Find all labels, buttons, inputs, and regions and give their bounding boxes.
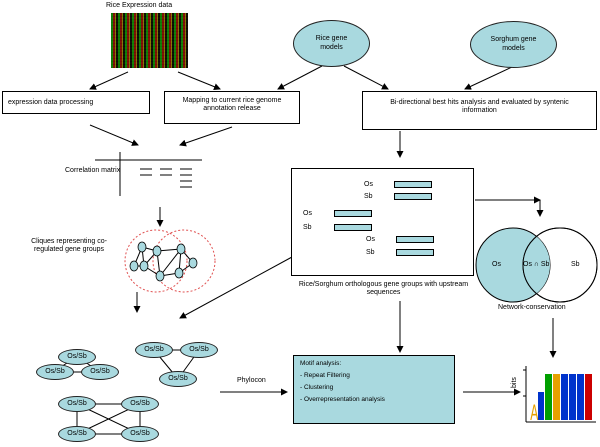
mapping-label: Mapping to current rice genome annotatio… xyxy=(182,97,282,113)
sb-sequence-bar-1 xyxy=(394,193,432,200)
venn-intersection-label: Os ∩ Sb xyxy=(523,261,550,268)
venn-diagram xyxy=(475,227,598,303)
clique-network xyxy=(124,229,216,293)
rice-gene-models-node: Rice gene models xyxy=(293,20,370,67)
os-tag-3: Os xyxy=(366,236,375,243)
bidirectional-box: Bi-directional best hits analysis and ev… xyxy=(362,91,597,130)
expression-processing-box: expression data processing xyxy=(2,91,150,114)
sb-sequence-bar-3 xyxy=(396,249,434,256)
expression-heatmap xyxy=(111,13,188,68)
mapping-box: Mapping to current rice genome annotatio… xyxy=(164,91,300,124)
node: Os/Sb xyxy=(135,342,173,358)
sorghum-gene-models-node: Sorghum gene models xyxy=(470,21,557,68)
node: Os/Sb xyxy=(81,364,119,380)
svg-text:A: A xyxy=(530,400,538,425)
orthologous-groups-caption: Rice/Sorghum orthologous gene groups wit… xyxy=(298,281,469,297)
correlation-matrix-label: Correlation matrix xyxy=(65,167,121,174)
venn-sb-label: Sb xyxy=(571,261,580,268)
sequence-logo: A xyxy=(523,366,596,425)
node: Os/Sb xyxy=(180,342,218,358)
logo-axis-label: bits xyxy=(511,377,518,388)
expression-data-title: Rice Expression data xyxy=(106,2,173,9)
node: Os/Sb xyxy=(121,426,159,442)
os-tag-2: Os xyxy=(303,210,312,217)
node: Os/Sb xyxy=(159,371,197,387)
motif-title: Motif analysis: xyxy=(300,360,342,367)
orthologous-groups-panel xyxy=(291,168,474,276)
network-conservation-label: Network-conservation xyxy=(498,304,566,311)
motif-item-repeat-filtering: - Repeat Filtering xyxy=(300,372,350,379)
cliques-label: Cliques representing co-regulated gene g… xyxy=(31,238,107,254)
sb-tag-3: Sb xyxy=(366,249,375,256)
sb-sequence-bar-2 xyxy=(334,224,372,231)
motif-analysis-box: Motif analysis: - Repeat Filtering - Clu… xyxy=(293,355,455,424)
sb-tag-1: Sb xyxy=(364,193,373,200)
os-sequence-bar-2 xyxy=(334,210,372,217)
phylocon-label: Phylocon xyxy=(237,377,266,384)
rice-gene-models-label: Rice gene models xyxy=(315,35,348,51)
sb-tag-2: Sb xyxy=(303,224,312,231)
os-sequence-bar-1 xyxy=(394,181,432,188)
node: Os/Sb xyxy=(121,396,159,412)
motif-item-overrepresentation: - Overrepresentation analysis xyxy=(300,396,385,403)
motif-item-clustering: - Clustering xyxy=(300,384,334,391)
os-tag-1: Os xyxy=(364,181,373,188)
venn-os-label: Os xyxy=(492,261,501,268)
sorghum-gene-models-label: Sorghum gene models xyxy=(490,36,537,52)
node: Os/Sb xyxy=(36,364,74,380)
node: Os/Sb xyxy=(58,349,96,365)
node: Os/Sb xyxy=(58,396,96,412)
node: Os/Sb xyxy=(58,426,96,442)
os-sequence-bar-3 xyxy=(396,236,434,243)
expression-processing-label: expression data processing xyxy=(8,99,94,106)
bidirectional-label: Bi-directional best hits analysis and ev… xyxy=(390,99,569,115)
